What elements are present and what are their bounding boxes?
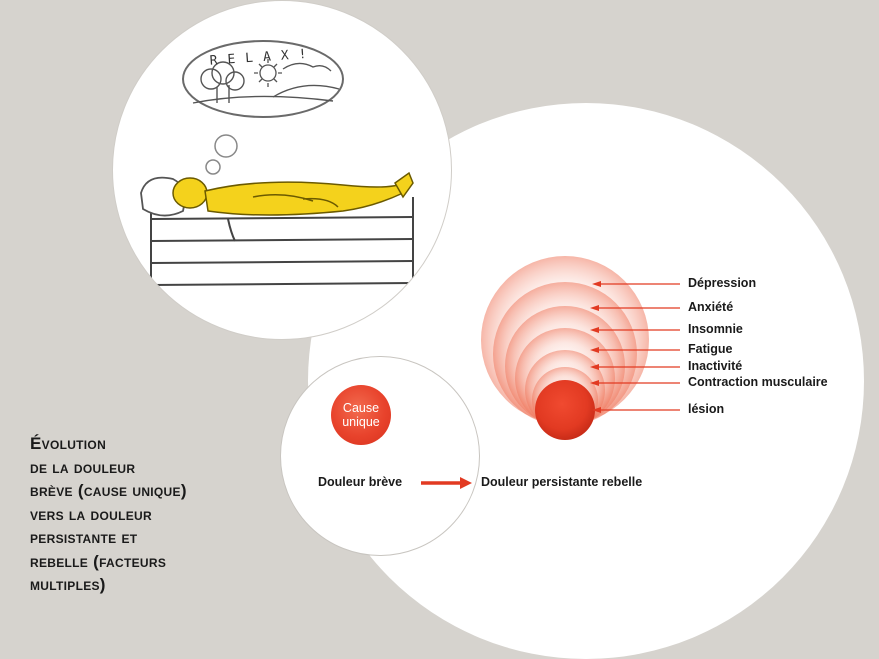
factor-label-lesion: lésion bbox=[688, 402, 724, 416]
factor-label-inactivity: Inactivité bbox=[688, 359, 742, 373]
factor-label-anxiety: Anxiété bbox=[688, 300, 733, 314]
factor-label-depression: Dépression bbox=[688, 276, 756, 290]
relax-illustration: RELAX! bbox=[113, 1, 452, 340]
thought-dot-small bbox=[206, 160, 220, 174]
cause-unique-label: Cause unique bbox=[333, 401, 389, 430]
caption-line-3: brève (cause unique) bbox=[30, 479, 280, 503]
factor-label-fatigue: Fatigue bbox=[688, 342, 732, 356]
short-pain-circle bbox=[280, 356, 480, 556]
caption-line-5: persistante et bbox=[30, 526, 280, 550]
caption-line-4: vers la douleur bbox=[30, 503, 280, 527]
persistent-pain-label: Douleur persistante rebelle bbox=[481, 475, 642, 489]
core-lesion bbox=[535, 380, 595, 440]
factor-label-insomnia: Insomnie bbox=[688, 322, 743, 336]
diagram-caption: Évolution de la douleur brève (cause uni… bbox=[30, 432, 280, 597]
relax-illustration-circle: RELAX! bbox=[112, 0, 452, 340]
cause-unique-ball: Cause unique bbox=[331, 385, 391, 445]
short-pain-label: Douleur brève bbox=[318, 475, 402, 489]
caption-line-6: rebelle (facteurs bbox=[30, 550, 280, 574]
lying-person-icon bbox=[173, 173, 413, 215]
caption-line-2: de la douleur bbox=[30, 456, 280, 480]
caption-line-7: multiples) bbox=[30, 573, 280, 597]
thought-dot-large bbox=[215, 135, 237, 157]
caption-line-1: Évolution bbox=[30, 432, 280, 456]
factor-label-contraction: Contraction musculaire bbox=[688, 375, 828, 389]
